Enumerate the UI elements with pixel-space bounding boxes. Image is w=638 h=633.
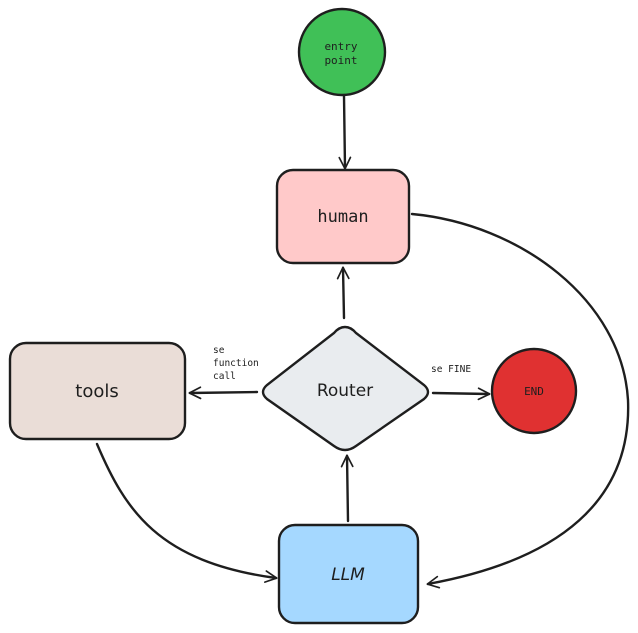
entry-circle [297, 7, 387, 97]
edge-label-call: call [213, 371, 236, 382]
human-label: human [317, 207, 368, 227]
node-human[interactable]: human [275, 168, 411, 265]
llm-label: LLM [331, 565, 365, 585]
tools-box [8, 341, 187, 441]
edge-router-to-human [336, 266, 350, 320]
router-diamond [261, 325, 430, 452]
entry-label-line2: point [324, 54, 357, 67]
node-router[interactable]: Router [261, 325, 430, 452]
edge-entry-to-human [338, 94, 352, 170]
edge-label-se: se [213, 345, 225, 356]
edge-router-to-tools [188, 386, 259, 400]
edge-human-to-llm [410, 212, 630, 589]
node-end: END [490, 347, 578, 435]
edge-router-to-end [431, 387, 491, 401]
tools-label: tools [75, 381, 118, 402]
edge-label-se-fine: se FINE [431, 364, 471, 375]
node-entry-point: entry point [297, 7, 387, 97]
edge-llm-to-router [340, 454, 354, 523]
entry-label-line1: entry [324, 40, 357, 53]
node-llm[interactable]: LLM [277, 523, 420, 625]
end-label: END [524, 385, 544, 398]
llm-box [277, 523, 420, 625]
edge-tools-to-llm [95, 442, 278, 583]
router-label: Router [317, 381, 373, 401]
human-box [275, 168, 411, 265]
node-tools[interactable]: tools [8, 341, 187, 441]
edge-label-function: function [213, 358, 259, 369]
end-circle [490, 347, 578, 435]
